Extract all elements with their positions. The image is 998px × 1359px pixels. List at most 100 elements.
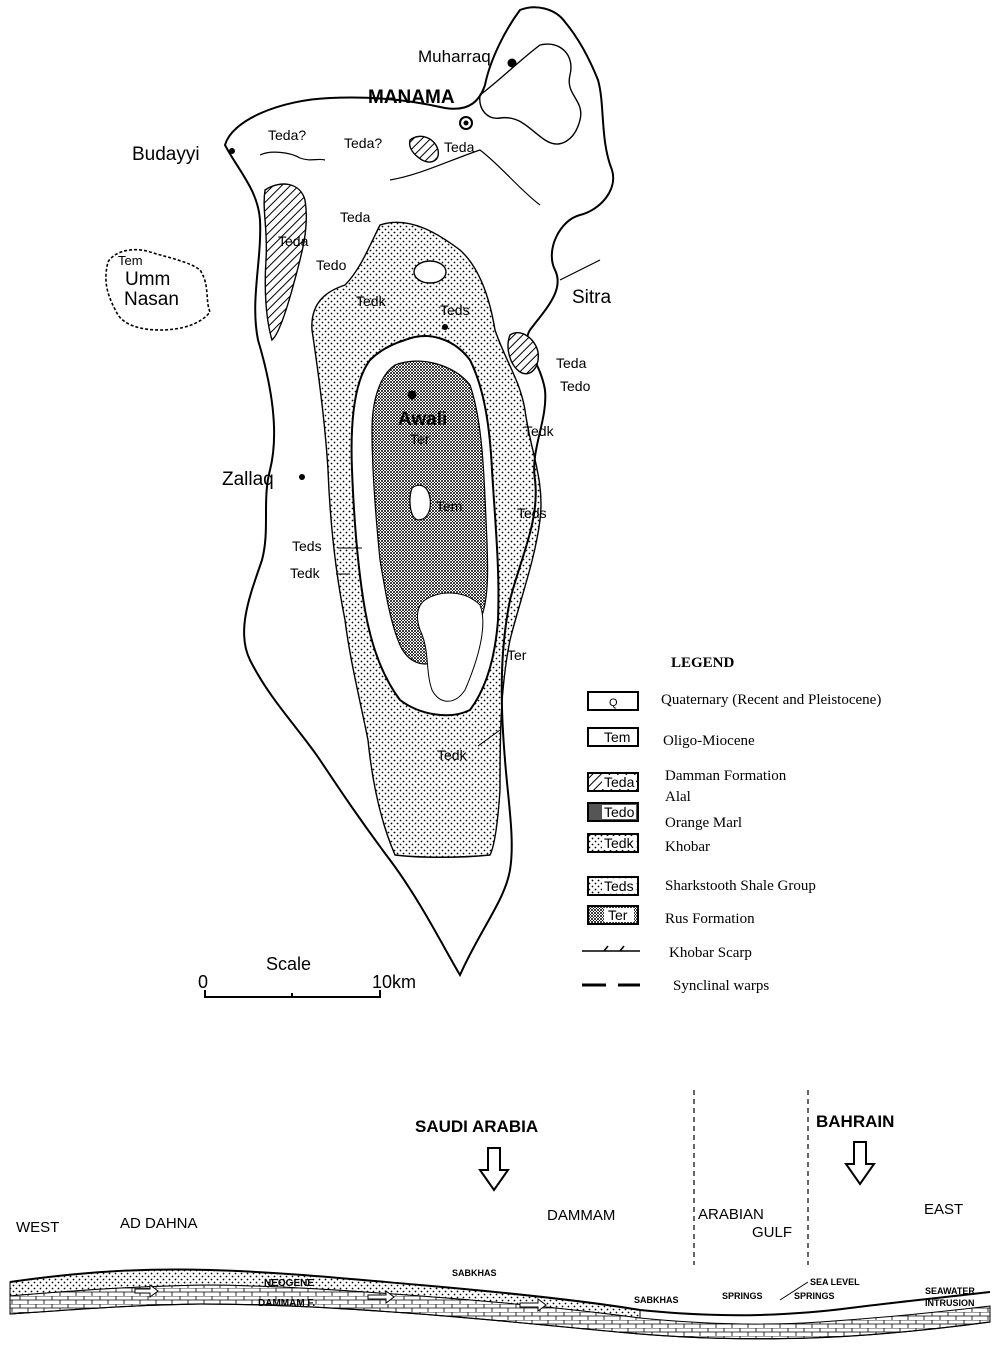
manama-point <box>463 120 469 126</box>
unit-label: Teds <box>517 505 547 521</box>
flow-arrow <box>134 1284 159 1298</box>
arrow-bahrain <box>844 1141 876 1186</box>
leader-line <box>477 729 501 747</box>
scale-label: Scale <box>266 954 311 974</box>
legend: LEGEND Q Tem Teda Tedo Tedk Teds Ter Qua… <box>582 655 881 994</box>
coast-inlet-line <box>389 149 541 206</box>
zallaq-point <box>299 474 305 480</box>
unit-label: Tedk <box>524 423 555 439</box>
place-nasan: Nasan <box>124 289 179 310</box>
section-gulf: GULF <box>752 1224 792 1241</box>
legend-label: Alal <box>665 789 691 805</box>
unit-label: Tedk <box>290 565 321 581</box>
legend-label: Synclinal warps <box>673 978 769 994</box>
awali-point <box>407 390 417 400</box>
legend-swatch-q <box>587 691 639 711</box>
legend-swatch-tem <box>587 727 639 747</box>
legend-code: Tedk <box>604 835 635 851</box>
unit-label: Teds <box>440 302 470 318</box>
legend-label: Khobar Scarp <box>669 945 752 961</box>
legend-label: Oligo-Miocene <box>663 733 755 749</box>
section-seawater: SEAWATER <box>925 1286 975 1296</box>
section-neogene: NEOGENE <box>264 1278 314 1289</box>
unit-label: Teda <box>278 233 309 249</box>
place-muharraq: Muharraq <box>418 47 491 66</box>
legend-label: Sharkstooth Shale Group <box>665 878 816 894</box>
legend-code: Teds <box>604 878 634 894</box>
place-awali: Awali <box>398 409 447 430</box>
unit-label: Tedk <box>437 747 468 763</box>
place-budayyi: Budayyi <box>132 144 200 165</box>
legend-code-bg <box>602 879 636 893</box>
section-dammam: DAMMAM <box>547 1207 615 1224</box>
legend-code: Tedo <box>604 804 635 820</box>
scale-zero: 0 <box>198 972 208 992</box>
legend-label: Khobar <box>665 839 710 855</box>
unit-teda-east <box>507 332 539 375</box>
section-springs-2: SPRINGS <box>794 1291 835 1301</box>
muharraq-island <box>479 43 582 145</box>
scale-bar: Scale 0 10km <box>198 954 416 998</box>
unit-teda-manama <box>408 135 439 163</box>
unit-label: Teds <box>292 538 322 554</box>
place-sitra: Sitra <box>572 287 612 308</box>
muharraq-point <box>507 58 517 68</box>
legend-code-bg <box>602 805 636 819</box>
legend-title: LEGEND <box>671 655 735 671</box>
legend-label: Orange Marl <box>665 815 742 831</box>
flow-arrow <box>367 1290 395 1304</box>
legend-label: Quaternary (Recent and Pleistocene) <box>661 692 881 708</box>
budayyi-point <box>229 148 235 154</box>
teds-point <box>442 324 448 330</box>
section-bahrain: BAHRAIN <box>816 1112 894 1131</box>
scale-ten: 10km <box>372 972 416 992</box>
legend-code: Tem <box>604 729 630 745</box>
section-sabkhas-2: SABKHAS <box>634 1295 679 1305</box>
unit-tem-center <box>409 484 431 521</box>
unit-label: Tem <box>118 253 143 268</box>
cross-section: SAUDI ARABIA BAHRAIN WEST AD DAHNA DAMMA… <box>9 1090 991 1340</box>
base-line <box>9 1303 991 1340</box>
legend-code-bg <box>602 836 636 850</box>
teda-q-outline <box>259 151 326 161</box>
section-west: WEST <box>16 1219 59 1236</box>
small-lake <box>413 260 447 284</box>
legend-code: Teda <box>604 774 635 790</box>
legend-code-bg <box>602 775 636 789</box>
unit-label: Ter <box>410 431 430 447</box>
legend-code-bg <box>604 908 634 922</box>
section-springs-1: SPRINGS <box>722 1291 763 1301</box>
flow-arrow <box>519 1298 547 1312</box>
legend-label: Damman Formation <box>665 768 787 784</box>
section-east: EAST <box>924 1201 963 1218</box>
bahrain-map: Muharraq MANAMA Budayyi Umm Nasan Sitra … <box>105 6 615 998</box>
unit-label: Ter <box>507 647 527 663</box>
unit-label: Tem <box>436 498 462 514</box>
unit-teda-west <box>263 183 308 342</box>
unit-q-core <box>417 592 484 702</box>
sitra-pointer <box>559 259 601 281</box>
section-saudi-arabia: SAUDI ARABIA <box>415 1117 538 1136</box>
legend-label: Rus Formation <box>665 911 755 927</box>
legend-code: Ter <box>608 907 628 923</box>
unit-label: Teda? <box>344 135 382 151</box>
unit-label: Teda <box>556 355 587 371</box>
unit-label: Tedo <box>316 257 347 273</box>
unit-label: Tedo <box>560 378 591 394</box>
unit-label: Teda <box>444 139 475 155</box>
section-dammam-f: DAMMAM F. <box>258 1298 315 1309</box>
legend-code: Q <box>609 697 618 709</box>
place-manama: MANAMA <box>368 87 455 108</box>
legend-swatch-scarp <box>582 945 640 952</box>
section-sabkhas-1: SABKHAS <box>452 1268 497 1278</box>
sea-level-pointer <box>779 1281 809 1301</box>
unit-label: Tedk <box>356 293 387 309</box>
section-ad-dahna: AD DAHNA <box>120 1215 198 1232</box>
section-sea-level: SEA LEVEL <box>810 1277 860 1287</box>
section-intrusion: INTRUSION <box>925 1298 975 1308</box>
unit-label: Teda <box>340 209 371 225</box>
section-arabian: ARABIAN <box>698 1206 764 1223</box>
umm-nasan-island <box>105 248 211 331</box>
arrow-saudi <box>478 1147 510 1192</box>
